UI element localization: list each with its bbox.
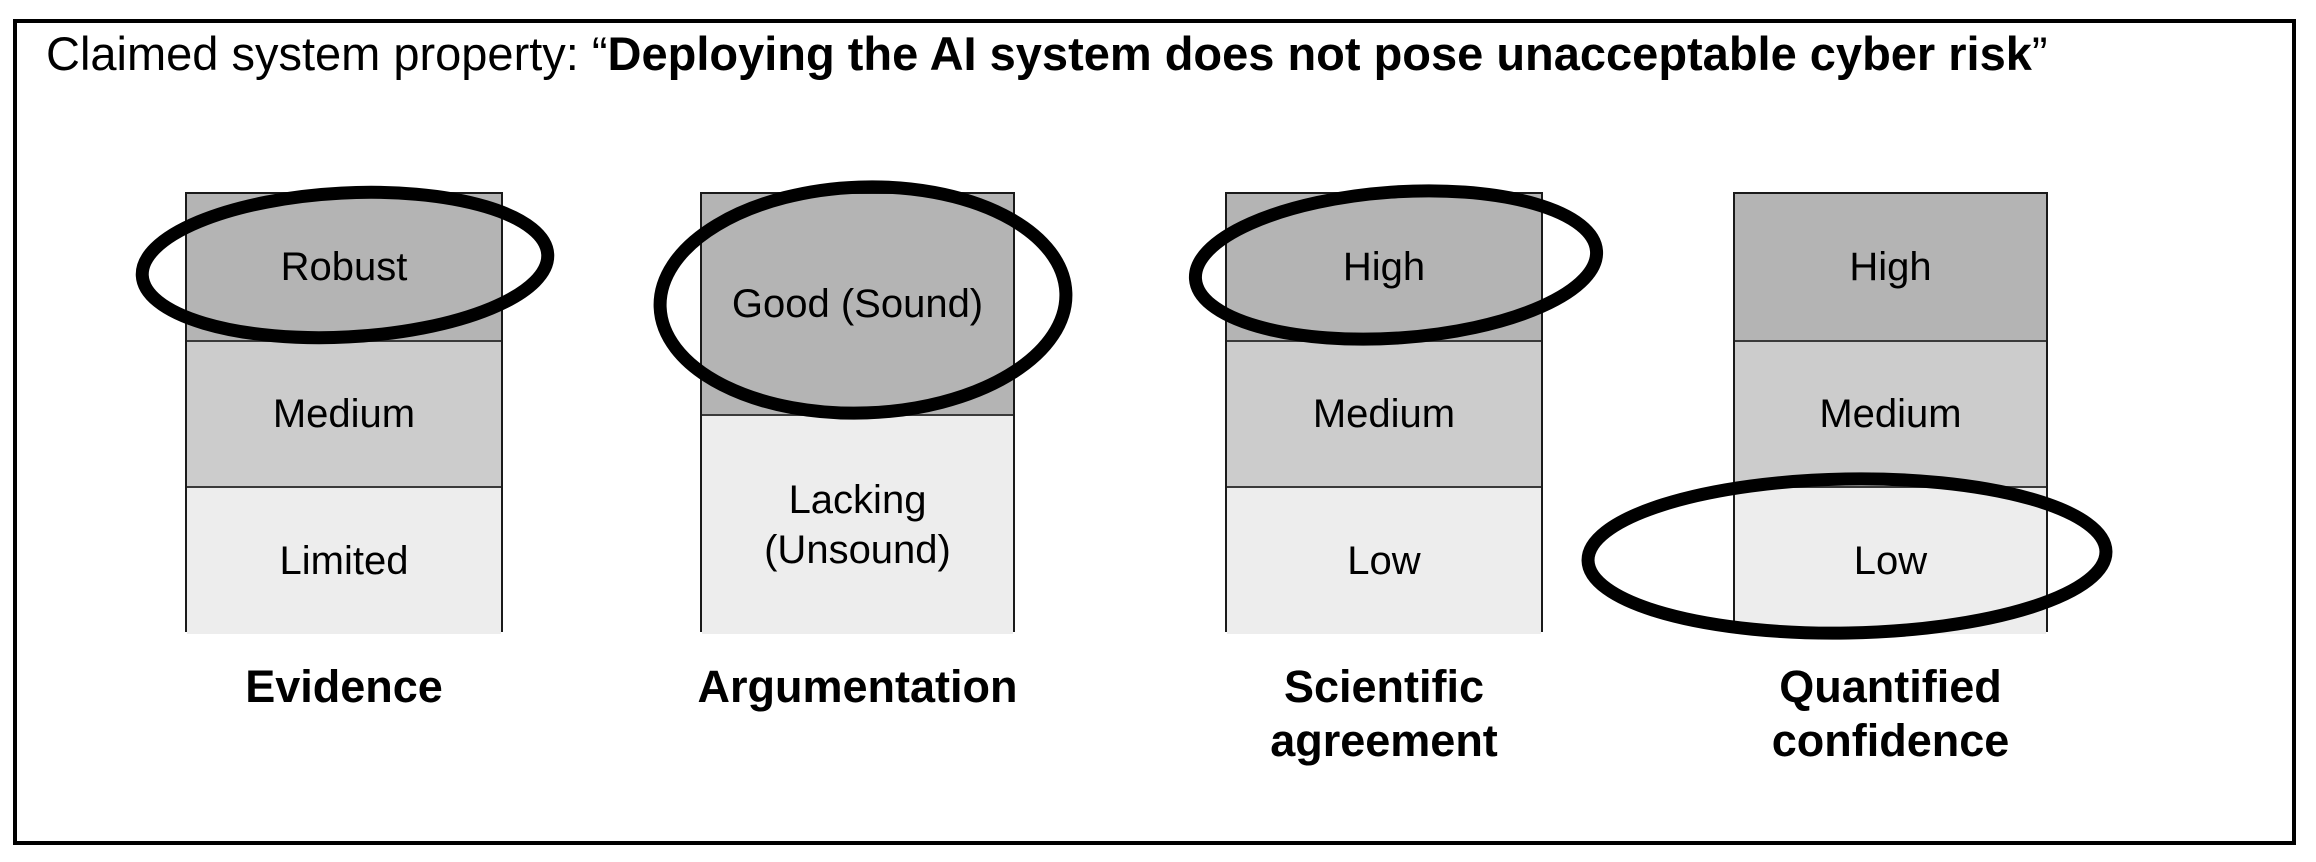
- argumentation-level-good-sound[interactable]: Good (Sound): [702, 194, 1013, 416]
- quantified-confidence-level-high[interactable]: High: [1735, 194, 2046, 342]
- claim-suffix-text: ”: [2031, 27, 2048, 80]
- quantified-confidence-level-low-label: Low: [1853, 539, 1928, 583]
- argumentation-column-label: Argumentation: [697, 661, 1018, 712]
- argumentation-level-lacking-unsound-label: Lacking (Unsound): [764, 478, 951, 572]
- evidence-level-medium[interactable]: Medium: [187, 342, 501, 488]
- quantified-confidence-bar: High Medium Low: [1733, 192, 2048, 634]
- evidence-level-robust[interactable]: Robust: [187, 194, 501, 342]
- quantified-confidence-level-low[interactable]: Low: [1735, 488, 2046, 634]
- scientific-agreement-level-medium[interactable]: Medium: [1227, 342, 1541, 488]
- scientific-agreement-level-high[interactable]: High: [1227, 194, 1541, 342]
- scientific-agreement-level-low-label: Low: [1347, 539, 1421, 583]
- evidence-level-limited-label: Limited: [279, 539, 409, 583]
- claim-prefix-text: Claimed system property: “: [46, 27, 608, 80]
- quantified-confidence-level-medium[interactable]: Medium: [1735, 342, 2046, 488]
- quantified-confidence-level-medium-label: Medium: [1819, 392, 1962, 436]
- argumentation-level-good-sound-label: Good (Sound): [731, 282, 984, 326]
- scientific-agreement-column-label: Scientific agreement: [1270, 661, 1498, 766]
- claim-heading: Claimed system property: “Deploying the …: [46, 24, 2276, 84]
- scientific-agreement-bar: High Medium Low: [1225, 192, 1543, 634]
- evidence-bar: Robust Medium Limited: [185, 192, 503, 634]
- argumentation-bar: Good (Sound) Lacking (Unsound): [700, 192, 1015, 634]
- evidence-level-medium-label: Medium: [272, 392, 416, 436]
- quantified-confidence-column-label: Quantified confidence: [1771, 661, 2010, 766]
- scientific-agreement-level-low[interactable]: Low: [1227, 488, 1541, 634]
- claim-property-text: Deploying the AI system does not pose un…: [607, 27, 2032, 80]
- quantified-confidence-level-high-label: High: [1849, 245, 1932, 289]
- evidence-column-label: Evidence: [245, 661, 443, 712]
- evidence-level-limited[interactable]: Limited: [187, 488, 501, 634]
- scientific-agreement-level-high-label: High: [1342, 245, 1426, 289]
- scientific-agreement-level-medium-label: Medium: [1312, 392, 1456, 436]
- argumentation-level-lacking-unsound[interactable]: Lacking (Unsound): [702, 416, 1013, 634]
- evidence-level-robust-label: Robust: [280, 245, 408, 289]
